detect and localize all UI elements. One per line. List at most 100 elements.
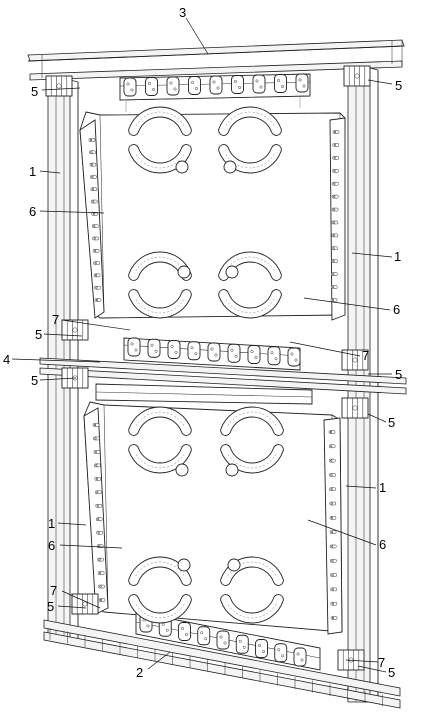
connector-bolt	[352, 357, 358, 363]
curved-slot	[218, 251, 282, 281]
slot-centerline	[225, 298, 275, 314]
bolt-hole	[331, 545, 334, 548]
curved-slot	[218, 106, 282, 136]
label-connector-top-left: 5	[31, 84, 38, 99]
label-connector-mid-right-lower: 5	[388, 415, 395, 430]
upper-infill-plate	[79, 111, 346, 321]
label-column-upper-right: 1	[394, 249, 401, 264]
curved-slot	[128, 556, 192, 586]
curved-slot	[128, 289, 192, 319]
rib-stiffener	[123, 77, 137, 97]
rib-hole	[270, 351, 274, 355]
rib-hole	[185, 633, 188, 636]
bolt-hole	[332, 260, 335, 263]
rib-stiffener	[255, 639, 268, 658]
bolt-hole	[93, 225, 96, 228]
rib-hole	[230, 348, 234, 352]
rib-hole	[130, 88, 134, 92]
rib-hole	[170, 345, 174, 348]
rib-hole	[173, 87, 177, 91]
rib-stiffener	[178, 622, 191, 641]
rib-stiffener	[209, 75, 223, 95]
rib-stiffener	[187, 341, 201, 361]
bolt-hole	[331, 616, 335, 620]
bolt-hole	[96, 504, 99, 507]
label-column-lower-right: 1	[379, 480, 386, 495]
bolt-hole	[95, 464, 98, 467]
bolt-hole	[93, 237, 96, 240]
bolt-hole	[94, 437, 97, 440]
rib-stiffener	[293, 647, 307, 667]
bolt-hole	[333, 182, 336, 185]
rib-hole	[259, 85, 263, 89]
rib-hole	[148, 82, 151, 85]
label-infill-lower-right: 6	[379, 537, 386, 552]
rib-hole	[277, 648, 281, 652]
rib-stiffener	[197, 626, 211, 646]
bolt-hole	[95, 477, 98, 480]
curved-slot	[218, 289, 282, 319]
rib-hole	[234, 80, 237, 83]
rib-hole	[254, 356, 258, 359]
bolt-hole	[90, 163, 93, 166]
slot-hub	[225, 463, 239, 477]
bolt-hole	[94, 262, 97, 265]
slot-centerline	[135, 603, 185, 619]
slot-centerline	[227, 453, 277, 469]
rib-hole	[223, 641, 227, 645]
rib-hole	[238, 86, 241, 89]
rib-hole	[234, 354, 238, 358]
label-bottom-beam: 2	[136, 665, 143, 680]
rib-hole	[242, 645, 246, 649]
slot-hub	[225, 265, 239, 279]
bolt-hole	[333, 143, 336, 146]
slot-centerline	[135, 111, 185, 127]
bolt-hole	[330, 516, 333, 519]
bolt-hole	[331, 531, 334, 534]
rib-stiffener	[295, 73, 309, 93]
bolt-hole	[97, 531, 100, 534]
bolt-hole	[97, 518, 100, 521]
rib-hole	[190, 346, 194, 350]
rib-stiffener	[274, 643, 288, 663]
slot-centerline	[135, 153, 185, 169]
bolt-hole	[99, 585, 102, 588]
rib-hole	[195, 87, 198, 90]
rib-hole	[290, 352, 294, 356]
bolt-hole	[91, 175, 94, 178]
curved-slot-openings	[128, 106, 284, 624]
slot-centerline	[135, 298, 185, 314]
rib-hole	[294, 358, 298, 362]
bolt-hole	[98, 558, 101, 561]
bolt-hole	[331, 298, 335, 302]
rib-stiffener	[252, 74, 266, 94]
rib-hole	[161, 622, 165, 626]
bolt-hole	[331, 588, 334, 591]
rib-hole	[214, 353, 218, 357]
slot-hub	[227, 558, 241, 572]
label-stiffener-bottom-left: 7	[50, 583, 57, 598]
label-connector-bottom-right: 5	[388, 665, 395, 680]
curved-slot	[220, 406, 284, 436]
beam-column-connectors	[45, 65, 371, 671]
rib-hole	[146, 624, 150, 628]
bolt-hole	[333, 156, 336, 159]
bolt-hole	[95, 286, 98, 289]
slot-hub	[177, 558, 191, 572]
slot-centerline	[225, 153, 275, 169]
bolt-hole	[332, 234, 335, 237]
rib-hole	[154, 349, 158, 353]
bolt-hole	[333, 208, 336, 211]
connector-bolt	[352, 405, 358, 411]
rib-hole	[238, 639, 242, 643]
bolt-hole	[332, 286, 335, 289]
label-middle-beam: 4	[3, 352, 10, 367]
bolt-hole	[89, 138, 93, 142]
bolt-hole	[331, 559, 334, 562]
bolt-hole	[91, 188, 94, 191]
bolt-hole	[90, 151, 93, 154]
label-connector-bottom-left: 5	[47, 599, 54, 614]
curved-slot	[128, 594, 192, 624]
rib-hole	[300, 658, 304, 662]
rib-hole	[130, 342, 134, 346]
